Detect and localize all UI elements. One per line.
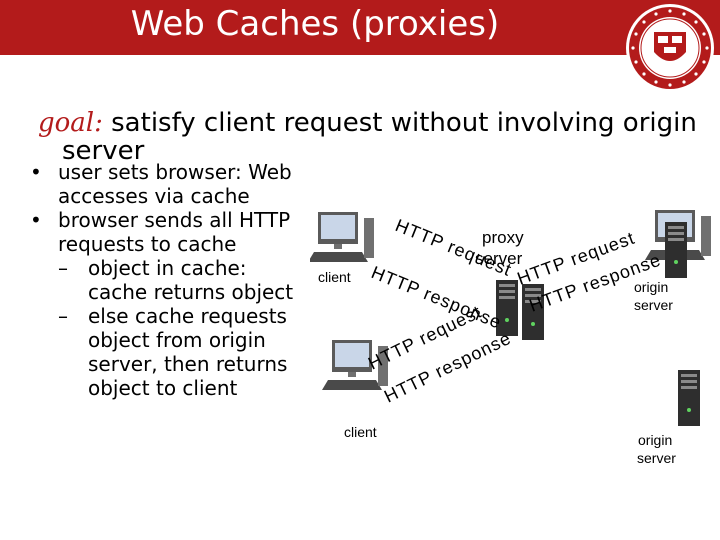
sub-bullet-item: –else cache requests object from origin …: [58, 304, 288, 400]
bullet-item: •browser sends all HTTP requests to cach…: [30, 208, 291, 256]
goal-text: satisfy client request without involving…: [102, 108, 697, 138]
http-request-label: HTTP request: [393, 215, 515, 280]
goal-label: goal:: [38, 108, 103, 138]
origin-label: origin: [638, 432, 672, 448]
origin-label: server: [634, 297, 673, 313]
origin-label: origin: [634, 279, 668, 295]
page-title: Web Caches (proxies): [130, 4, 500, 44]
goal-text-continued: server: [62, 136, 145, 166]
client-label: client: [318, 269, 351, 285]
dash-icon: –: [58, 256, 68, 280]
bullet-dot-icon: •: [30, 208, 42, 232]
bullet-dot-icon: •: [30, 160, 42, 184]
bullet-list: •user sets browser: Web accesses via cac…: [30, 160, 305, 400]
sub-bullet-item: –object in cache: cache returns object: [58, 256, 294, 304]
client-computer-icon: [310, 212, 374, 262]
origin-label: server: [637, 450, 676, 466]
dash-icon: –: [58, 304, 68, 328]
proxy-label: proxy: [482, 228, 524, 247]
client-label: client: [344, 424, 377, 440]
origin-server-icon: [678, 370, 700, 426]
goal-line: goal: satisfy client request without inv…: [38, 108, 697, 138]
proxy-diagram: proxy server client client origin server…: [310, 210, 711, 466]
bullet-item: •user sets browser: Web accesses via cac…: [30, 160, 292, 208]
university-seal-icon: [626, 4, 714, 92]
title-bar: Web Caches (proxies): [0, 0, 720, 92]
proxy-label: server: [475, 249, 523, 268]
